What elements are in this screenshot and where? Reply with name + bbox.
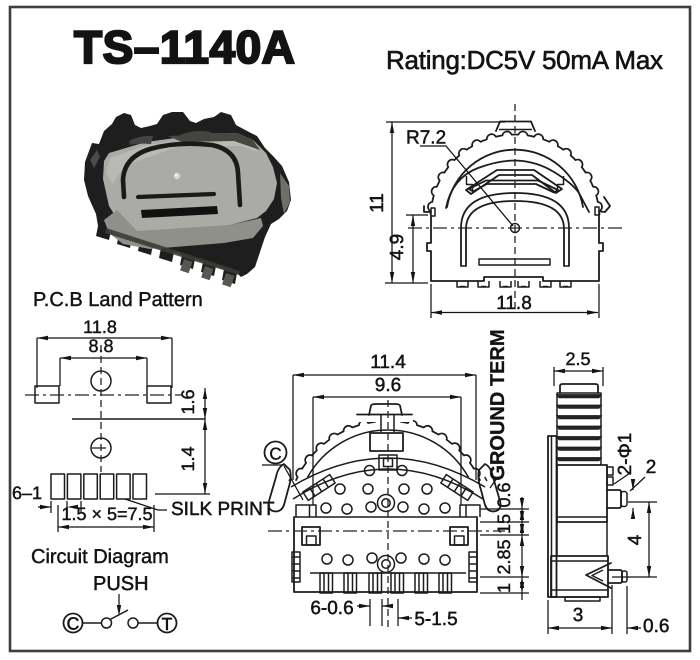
- svg-text:15: 15: [494, 514, 514, 534]
- svg-text:Rating:DC5V 50mA Max: Rating:DC5V 50mA Max: [386, 45, 663, 75]
- svg-text:P.C.B Land Pattern: P.C.B Land Pattern: [33, 289, 203, 311]
- svg-text:4.9: 4.9: [387, 234, 408, 260]
- svg-text:5-1.5: 5-1.5: [414, 609, 457, 630]
- svg-text:PUSH: PUSH: [93, 573, 149, 595]
- svg-text:1.5 × 5=7.5: 1.5 × 5=7.5: [61, 504, 152, 524]
- svg-text:4: 4: [625, 534, 646, 545]
- svg-text:0.6: 0.6: [494, 482, 514, 507]
- svg-text:SILK PRINT: SILK PRINT: [171, 499, 275, 520]
- svg-text:1.6: 1.6: [178, 389, 198, 414]
- svg-text:C: C: [269, 445, 281, 464]
- svg-text:9.6: 9.6: [375, 375, 401, 396]
- svg-text:2-Φ1: 2-Φ1: [615, 433, 636, 476]
- svg-text:11.8: 11.8: [496, 293, 532, 314]
- svg-text:Circuit Diagram: Circuit Diagram: [31, 546, 169, 568]
- svg-text:11: 11: [367, 193, 388, 213]
- svg-text:3: 3: [573, 605, 584, 626]
- svg-text:11.4: 11.4: [370, 352, 406, 373]
- svg-text:R7.2: R7.2: [406, 128, 446, 149]
- svg-text:1: 1: [494, 583, 514, 593]
- svg-text:0.6: 0.6: [643, 616, 669, 637]
- svg-text:TS–1140A: TS–1140A: [74, 21, 295, 73]
- svg-text:T: T: [162, 614, 173, 634]
- svg-text:C: C: [67, 614, 80, 634]
- svg-text:2.85: 2.85: [494, 539, 514, 574]
- svg-text:GROUND TERM: GROUND TERM: [487, 329, 509, 480]
- svg-text:2.5: 2.5: [565, 349, 590, 369]
- svg-text:6-0.6: 6-0.6: [310, 598, 353, 619]
- svg-text:6–1: 6–1: [12, 483, 42, 503]
- svg-text:1.4: 1.4: [178, 446, 198, 471]
- svg-text:11.8: 11.8: [83, 317, 117, 337]
- svg-text:2: 2: [646, 457, 657, 478]
